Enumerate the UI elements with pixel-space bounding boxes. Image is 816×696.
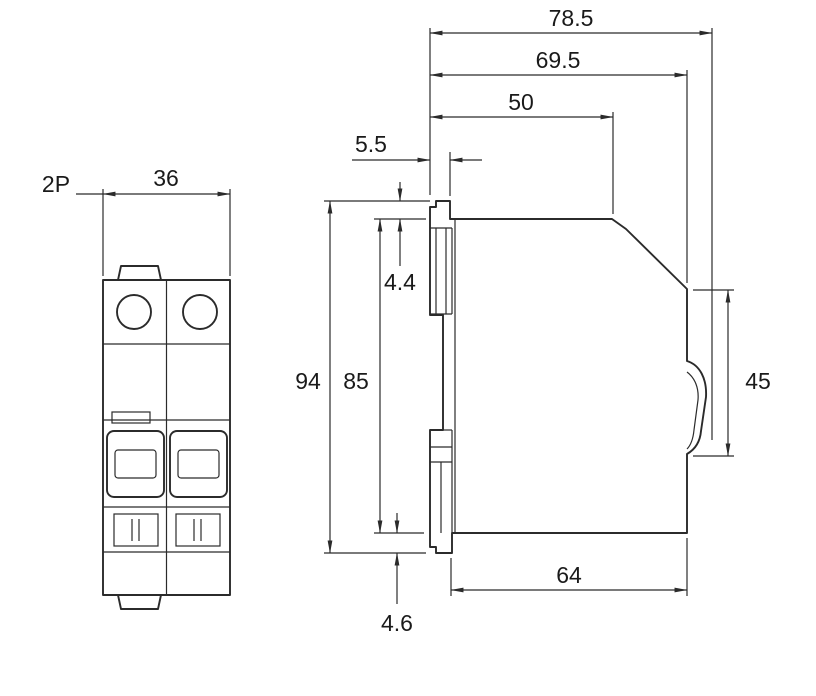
top-terminal-cage <box>430 227 453 315</box>
dim-label-overall-height: 94 <box>295 368 321 394</box>
front-view: 36 2P <box>42 165 231 610</box>
front-top-tab <box>117 265 162 281</box>
dim-label-bottom-clip-height: 4.6 <box>381 610 413 636</box>
terminal-hole-left <box>116 294 152 330</box>
dim-label-overall-depth: 78.5 <box>549 5 594 31</box>
side-view: 78.5 69.5 50 5.5 4.4 <box>295 5 771 636</box>
side-profile-outline <box>429 200 707 554</box>
front-bottom-tab <box>117 594 162 610</box>
dim-label-rail-tab-width: 5.5 <box>355 131 387 157</box>
dim-front-width: 36 2P <box>42 165 231 276</box>
toggle-left-handle <box>114 449 157 479</box>
toggle-right-handle <box>177 449 220 479</box>
front-section-lines <box>103 343 230 553</box>
dim-body-height: 85 <box>343 218 424 534</box>
dim-overall-height: 94 <box>295 200 426 554</box>
screw-left <box>113 513 159 547</box>
pole-count-label: 2P <box>42 171 70 197</box>
dim-label-bottom-depth: 64 <box>556 562 582 588</box>
screw-slots <box>131 519 202 541</box>
toggle-handle-side <box>686 371 699 450</box>
dim-label-front-face-height: 45 <box>745 368 771 394</box>
bottom-rail-clip <box>430 429 453 533</box>
dim-label-front-width: 36 <box>153 165 179 191</box>
dim-label-body-depth: 69.5 <box>536 47 581 73</box>
dim-label-top-clip-height: 4.4 <box>384 269 416 295</box>
label-window <box>111 411 151 424</box>
dim-overall-depth: 78.5 <box>429 5 713 440</box>
dim-label-body-height: 85 <box>343 368 369 394</box>
toggle-left <box>106 430 165 498</box>
terminal-hole-right <box>182 294 218 330</box>
dim-body-depth: 69.5 <box>429 47 688 283</box>
dim-top-depth: 50 <box>429 89 614 214</box>
screw-right <box>175 513 221 547</box>
dim-front-face-height: 45 <box>693 289 771 457</box>
toggle-switches <box>106 430 228 498</box>
toggle-right <box>169 430 228 498</box>
screw-terminals <box>113 513 221 547</box>
dim-bottom-depth: 64 <box>450 538 688 596</box>
dim-label-top-depth: 50 <box>508 89 534 115</box>
dim-bottom-clip-height: 4.6 <box>381 513 413 636</box>
dim-top-clip-height: 4.4 <box>324 182 430 295</box>
dim-rail-tab-width: 5.5 <box>352 131 482 196</box>
